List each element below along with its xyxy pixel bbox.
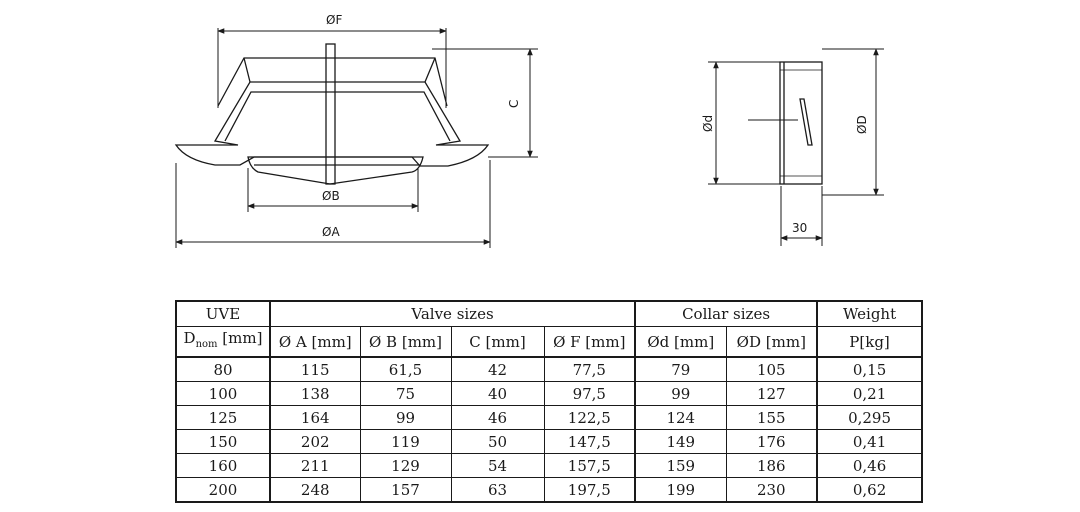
table-cell: 0,21 <box>816 381 923 406</box>
dimension-C-label: C <box>507 100 521 108</box>
table-cell: 0,295 <box>816 405 923 430</box>
dimension-A-label: ØA <box>322 225 340 239</box>
valve-disc <box>247 156 424 185</box>
table-cell: 157,5 <box>543 453 637 478</box>
column-p: P[kg] <box>816 326 923 358</box>
table-cell: 97,5 <box>543 381 637 406</box>
table-cell: 138 <box>269 381 361 406</box>
dimension-B <box>247 168 419 212</box>
table-cell: 211 <box>269 453 361 478</box>
table-cell: 149 <box>634 429 727 454</box>
collar-slot <box>799 98 813 146</box>
table-cell: 129 <box>359 453 452 478</box>
table-cell: 79 <box>634 356 727 382</box>
table-cell: 99 <box>359 405 452 430</box>
dimension-D-label: ØD <box>855 115 869 134</box>
table-cell: 75 <box>359 381 452 406</box>
column-c: C [mm] <box>450 326 545 358</box>
dimension-C <box>432 48 538 158</box>
dimension-B-label: ØB <box>322 189 340 203</box>
table-cell: 186 <box>725 453 819 478</box>
table-cell: 115 <box>269 356 361 382</box>
table-cell: 63 <box>450 477 545 503</box>
column-D: ØD [mm] <box>725 326 819 358</box>
table-cell: 61,5 <box>359 356 452 382</box>
table-cell: 230 <box>725 477 819 503</box>
table-cell: 99 <box>634 381 727 406</box>
table-cell: 176 <box>725 429 819 454</box>
valve-section <box>174 43 490 185</box>
dimension-F <box>217 28 447 108</box>
table-cell: 125 <box>175 405 271 430</box>
table-cell: 40 <box>450 381 545 406</box>
table-cell: 54 <box>450 453 545 478</box>
table-cell: 105 <box>725 356 819 382</box>
technical-drawing: ØF C ØB ØA Ød ØD <box>174 13 884 248</box>
table-cell: 0,15 <box>816 356 923 382</box>
valve-spindle <box>325 43 336 185</box>
dimension-30-label: 30 <box>792 221 807 235</box>
table-cell: 147,5 <box>543 429 637 454</box>
table-cell: 46 <box>450 405 545 430</box>
valve-flange <box>174 81 490 167</box>
column-b: Ø B [mm] <box>359 326 452 358</box>
table-cell: 160 <box>175 453 271 478</box>
table-cell: 122,5 <box>543 405 637 430</box>
collar-body <box>779 61 823 185</box>
spec-table: UVE Valve sizes Collar sizes Weight Dnom… <box>175 300 924 503</box>
table-cell: 50 <box>450 429 545 454</box>
table-cell: 157 <box>359 477 452 503</box>
table-cell: 155 <box>725 405 819 430</box>
table-cell: 0,46 <box>816 453 923 478</box>
dimension-F-label: ØF <box>326 13 342 27</box>
column-d: Ød [mm] <box>634 326 727 358</box>
dimension-d-label: Ød <box>701 115 715 132</box>
header-valve-sizes: Valve sizes <box>269 300 637 327</box>
table-cell: 159 <box>634 453 727 478</box>
table-cell: 100 <box>175 381 271 406</box>
table-column-header-row: Dnom [mm] Ø A [mm] Ø B [mm] C [mm] Ø F [… <box>175 326 923 358</box>
table-group-header-row: UVE Valve sizes Collar sizes Weight <box>175 300 923 327</box>
dimension-d <box>708 61 780 185</box>
header-uve: UVE <box>175 300 271 327</box>
valve-cone-inner <box>224 91 451 142</box>
dimension-A <box>175 160 491 248</box>
table-cell: 200 <box>175 477 271 503</box>
table-cell: 199 <box>634 477 727 503</box>
column-a: Ø A [mm] <box>269 326 361 358</box>
table-cell: 127 <box>725 381 819 406</box>
table-cell: 0,41 <box>816 429 923 454</box>
table-cell: 119 <box>359 429 452 454</box>
table-cell: 0,62 <box>816 477 923 503</box>
column-dnom: Dnom [mm] <box>175 326 271 358</box>
table-cell: 124 <box>634 405 727 430</box>
header-weight: Weight <box>816 300 923 327</box>
table-cell: 77,5 <box>543 356 637 382</box>
header-collar-sizes: Collar sizes <box>634 300 819 327</box>
table-cell: 42 <box>450 356 545 382</box>
column-f: Ø F [mm] <box>543 326 637 358</box>
table-cell: 150 <box>175 429 271 454</box>
collar-view <box>748 61 823 185</box>
table-cell: 202 <box>269 429 361 454</box>
table-cell: 248 <box>269 477 361 503</box>
valve-cone-top <box>217 57 448 107</box>
dimension-D <box>822 48 884 196</box>
table-cell: 197,5 <box>543 477 637 503</box>
table-cell: 164 <box>269 405 361 430</box>
dimension-30 <box>780 186 823 246</box>
table-cell: 80 <box>175 356 271 382</box>
